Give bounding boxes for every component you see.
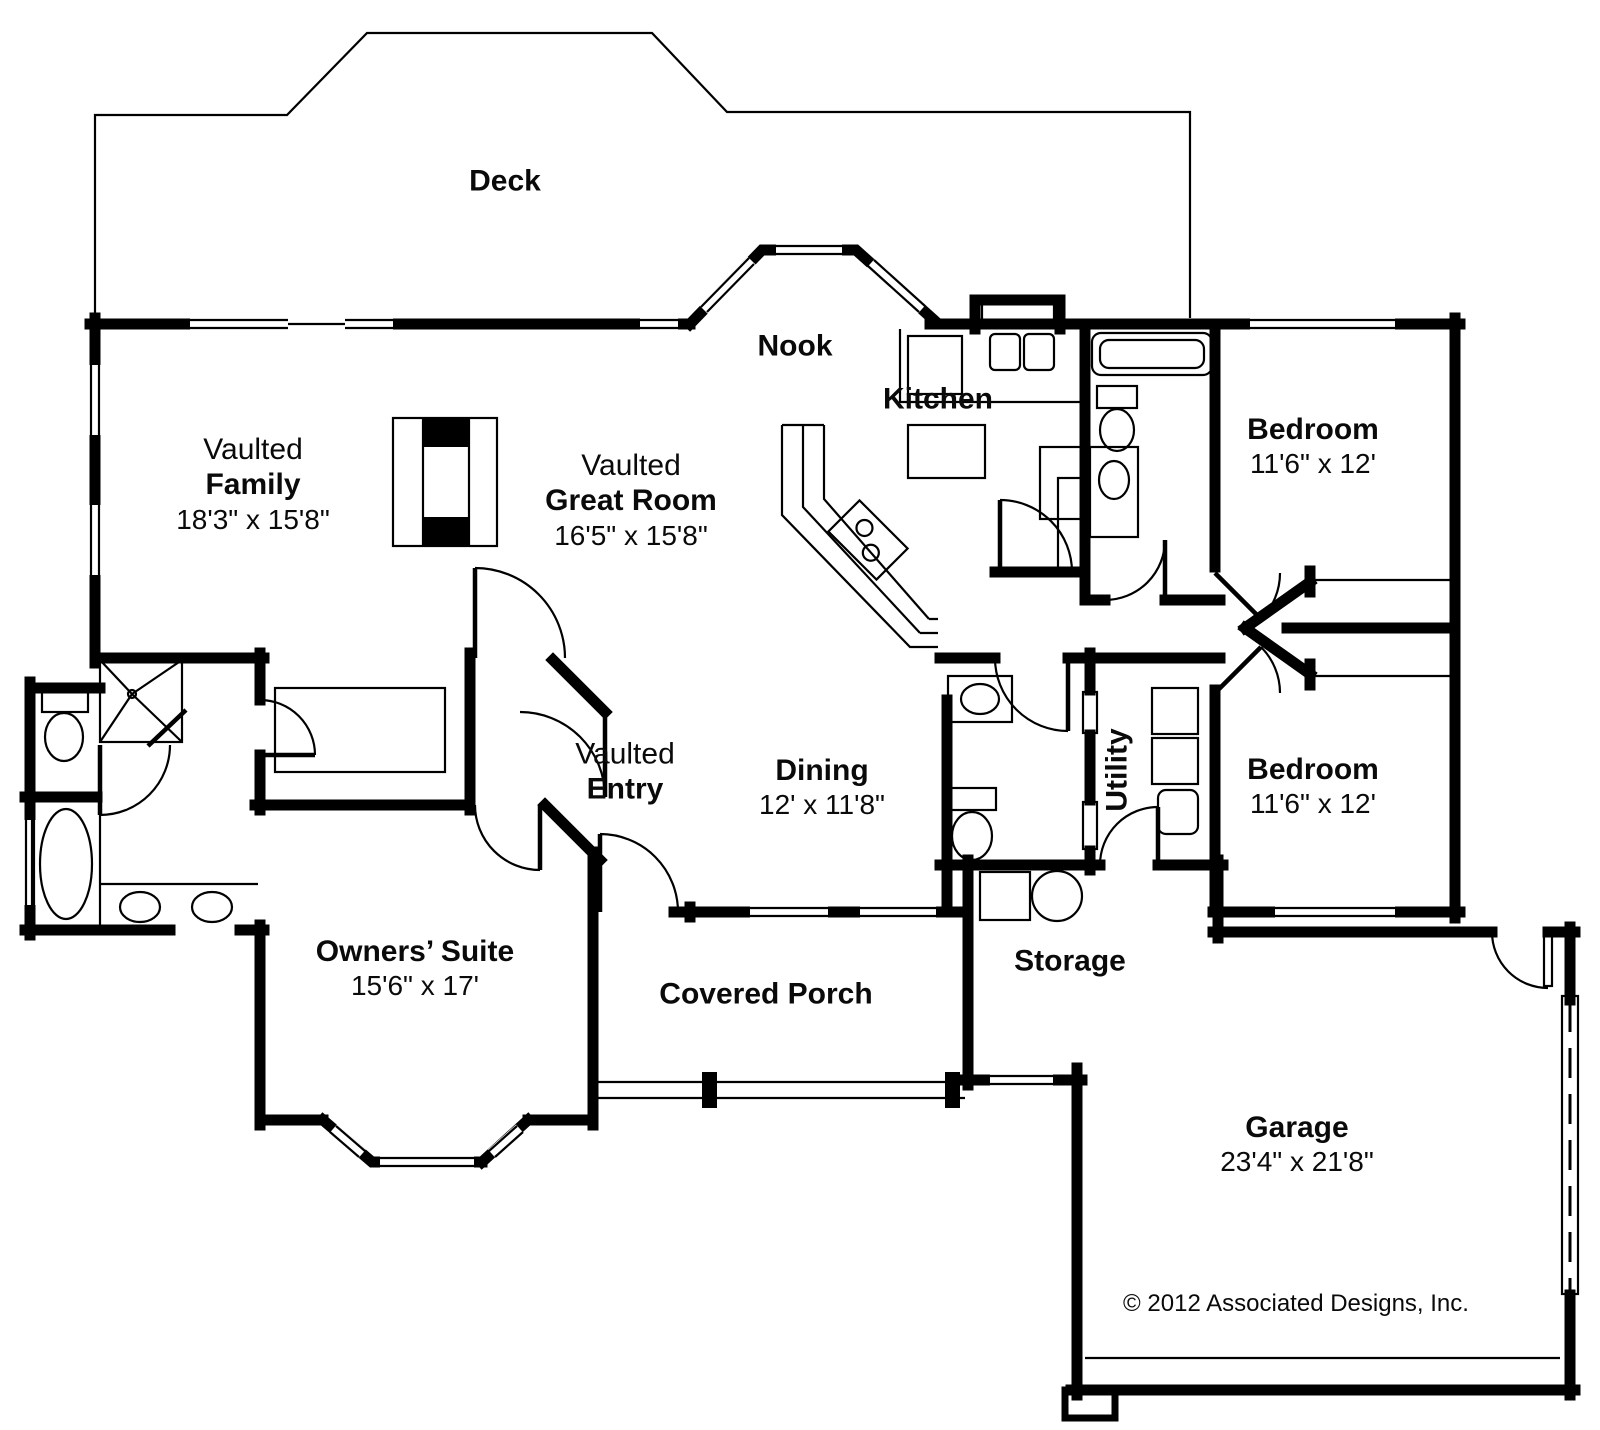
owners-bath-fixtures — [30, 658, 447, 930]
garage-door — [1061, 994, 1580, 1422]
room-dims: 11'6" x 12' — [1250, 448, 1376, 480]
room-label-storage: Storage — [1014, 943, 1126, 978]
room-label-nook: Nook — [758, 328, 833, 363]
room-label-bedroom-lower: Bedroom 11'6" x 12' — [1247, 752, 1379, 820]
closet-shelving — [1310, 578, 1452, 678]
room-prefix: Vaulted — [203, 433, 303, 467]
room-dims: 15'6" x 17' — [350, 970, 480, 1002]
porch-post — [945, 1072, 960, 1108]
room-name: Family — [205, 468, 301, 502]
porch-edge — [597, 1072, 965, 1108]
room-label-bedroom-upper: Bedroom 11'6" x 12' — [1247, 412, 1379, 480]
room-name: Nook — [757, 329, 833, 363]
laundry-appliances — [978, 686, 1200, 923]
room-label-great-room: Vaulted Great Room 16'5" x 15'8" — [545, 448, 717, 552]
doors — [97, 498, 1554, 990]
hall-bathroom-fixtures — [1088, 331, 1214, 539]
room-name: Great Room — [545, 484, 717, 518]
room-name: Dining — [775, 753, 869, 787]
half-bath-fixtures — [946, 674, 1014, 862]
room-label-owners-suite: Owners’ Suite 15'6" x 17' — [316, 934, 514, 1002]
room-prefix: Vaulted — [575, 737, 675, 771]
room-label-entry: Vaulted Entry — [575, 737, 675, 808]
room-name: Owners’ Suite — [315, 934, 515, 968]
room-label-dining: Dining 12' x 11'8" — [759, 753, 885, 821]
room-prefix: Vaulted — [581, 449, 681, 483]
room-label-kitchen: Kitchen — [883, 381, 993, 416]
garage-stoop — [1061, 1386, 1119, 1422]
room-name: Deck — [469, 164, 541, 198]
room-name: Bedroom — [1247, 752, 1379, 786]
room-dims: 12' x 11'8" — [759, 789, 885, 821]
room-name: Garage — [1245, 1110, 1349, 1144]
copyright-notice: © 2012 Associated Designs, Inc. — [1123, 1290, 1469, 1317]
interior-walls — [19, 318, 1461, 918]
deck-outline — [93, 31, 1192, 318]
room-name: Storage — [1014, 944, 1126, 978]
windows — [24, 244, 1395, 1168]
porch-post — [702, 1072, 717, 1108]
room-label-garage: Garage 23'4" x 21'8" — [1220, 1110, 1374, 1178]
room-name: Bedroom — [1247, 412, 1379, 446]
room-label-deck: Deck — [469, 163, 541, 198]
room-name: Covered Porch — [659, 977, 873, 1011]
cooktop-icon — [826, 498, 910, 582]
room-dims: 23'4" x 21'8" — [1220, 1146, 1374, 1178]
room-label-utility: Utility — [1099, 728, 1134, 811]
room-name: Utility — [1100, 728, 1134, 812]
room-label-family: Vaulted Family 18'3" x 15'8" — [176, 432, 330, 536]
room-dims: 16'5" x 15'8" — [554, 519, 708, 551]
room-name: Kitchen — [882, 382, 994, 416]
kitchen-fixtures — [780, 329, 1085, 649]
room-dims: 18'3" x 15'8" — [176, 503, 330, 535]
fireplace — [391, 416, 499, 548]
room-name: Entry — [586, 773, 664, 806]
room-dims: 11'6" x 12' — [1250, 788, 1376, 820]
room-label-covered-porch: Covered Porch — [659, 976, 872, 1011]
